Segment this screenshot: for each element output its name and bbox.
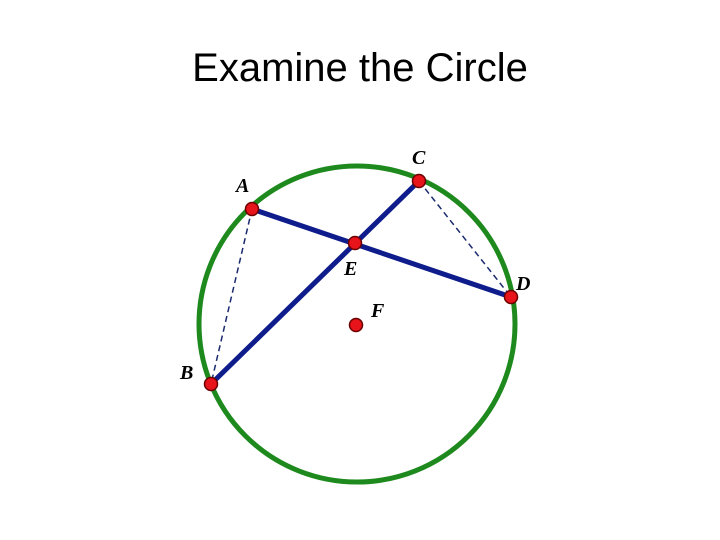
- circle: [196, 163, 518, 485]
- point-a[interactable]: [244, 201, 260, 217]
- dashed-segment-ab: [210, 208, 253, 385]
- point-f[interactable]: [348, 317, 364, 333]
- label-b: B: [179, 362, 193, 384]
- point-b[interactable]: [203, 376, 219, 392]
- point-d[interactable]: [503, 289, 519, 305]
- chord-bc: [208, 178, 422, 387]
- point-e[interactable]: [347, 235, 363, 251]
- label-c: C: [412, 147, 426, 169]
- slide-title: Examine the Circle: [192, 46, 528, 90]
- chord-ad: [249, 206, 514, 300]
- point-c[interactable]: [411, 173, 427, 189]
- label-f: F: [370, 300, 385, 322]
- label-a: A: [234, 175, 249, 197]
- dashed-segment-cd: [418, 180, 512, 298]
- label-e: E: [343, 258, 357, 280]
- label-d: D: [515, 273, 530, 295]
